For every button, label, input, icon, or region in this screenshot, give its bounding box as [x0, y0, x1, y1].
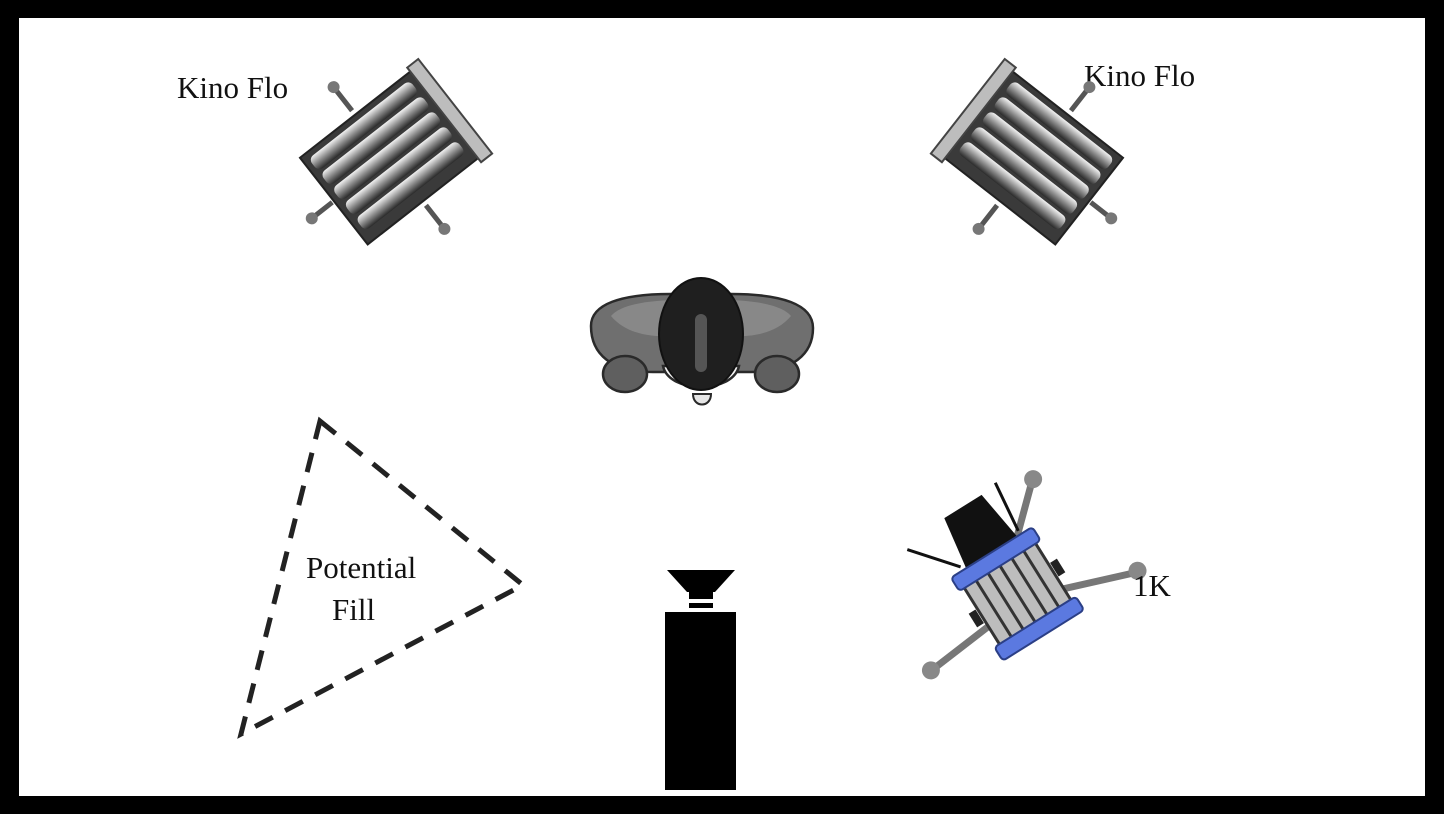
potential-fill-label-line1: Potential — [306, 550, 417, 585]
subject-icon — [589, 277, 815, 406]
kino-flo-left-icon — [298, 57, 494, 246]
potential-fill-label-line2: Fill — [332, 592, 376, 627]
diagram-canvas: Kino Flo Kino Flo — [19, 18, 1425, 796]
kino-flo-left-label: Kino Flo — [177, 70, 289, 105]
kino-flo-right-icon — [929, 57, 1125, 246]
one-k-label: 1K — [1133, 568, 1171, 603]
kino-flo-right-label: Kino Flo — [1084, 58, 1196, 93]
potential-fill-triangle-icon — [237, 416, 528, 739]
one-k-light-icon — [906, 470, 1147, 680]
camera-icon — [665, 570, 736, 790]
